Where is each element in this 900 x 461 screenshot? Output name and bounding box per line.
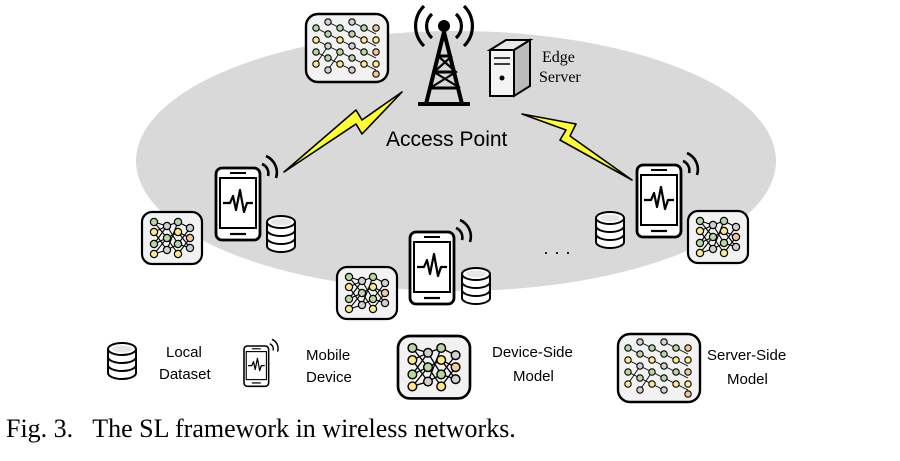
wireless-link-left-icon <box>283 91 403 173</box>
legend-device-side-model-icon <box>396 334 472 400</box>
coverage-ellipse <box>136 31 776 291</box>
legend-local-dataset-line2: Dataset <box>159 366 212 383</box>
legend-server-side-model-icon <box>616 332 702 404</box>
server-side-model-icon <box>304 12 390 84</box>
local-dataset-right-icon <box>595 211 625 249</box>
edge-server-icon <box>486 38 534 98</box>
legend-device-model-line1: Device-Side <box>492 344 573 361</box>
access-point-label: Access Point <box>386 128 508 151</box>
edge-server-label-line2: Server <box>539 69 581 86</box>
legend-device-model-line2: Model <box>513 368 554 385</box>
legend-local-dataset-icon <box>107 342 137 380</box>
caption-text: The SL framework in wireless networks. <box>92 414 516 443</box>
legend-server-model-line2: Model <box>727 371 768 388</box>
legend-mobile-device-line1: Mobile <box>306 347 350 364</box>
figure-caption: Fig. 3. The SL framework in wireless net… <box>6 414 516 444</box>
wireless-link-right-icon <box>521 113 633 181</box>
device-side-model-left-icon <box>140 210 204 266</box>
legend-local-dataset-line1: Local <box>166 344 202 361</box>
legend-mobile-device-line2: Device <box>306 369 352 386</box>
device-side-model-right-icon <box>686 209 750 265</box>
legend: Local Dataset Mobile Device Device-Side … <box>107 332 786 404</box>
device-side-model-middle-icon <box>335 265 399 321</box>
caption-label: Fig. 3. <box>6 414 74 443</box>
legend-server-model-line1: Server-Side <box>707 347 786 364</box>
edge-server-label-line1: Edge <box>542 49 575 66</box>
access-point-tower-icon <box>414 4 474 106</box>
more-devices-ellipsis: · · · <box>543 242 571 262</box>
local-dataset-left-icon <box>266 215 296 253</box>
legend-mobile-device-icon <box>243 338 279 388</box>
local-dataset-middle-icon <box>461 267 491 305</box>
